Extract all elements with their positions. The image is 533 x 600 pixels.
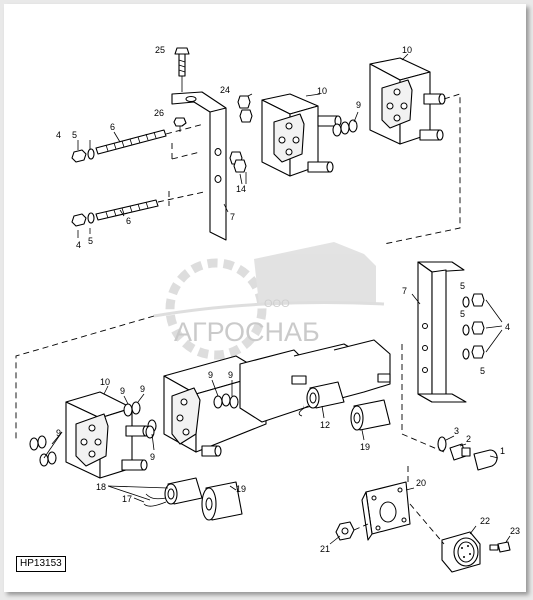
elbow-fitting-1 (473, 449, 498, 471)
mounting-plate-20 (361, 481, 411, 541)
callout-14: 14 (236, 184, 246, 194)
coil-18 (143, 477, 203, 507)
valve-stack-right (239, 339, 391, 423)
callout-1: 1 (500, 446, 505, 456)
nuts-9-bottom-left (29, 401, 157, 467)
sleeve-19-upper (350, 399, 391, 431)
callout-18: 18 (96, 482, 106, 492)
diagram-sheet: ООО АГРОСНАБ (4, 4, 526, 592)
stud-6-upper (95, 129, 167, 155)
callout-24: 24 (220, 85, 230, 95)
bolt-25 (174, 47, 190, 77)
watermark-line2: АГРОСНАБ (174, 317, 320, 347)
callout-5-right-3: 5 (480, 366, 485, 376)
figure-reference-code: HP13153 (16, 556, 66, 572)
valve-block-10-bottom-left (65, 391, 150, 479)
callout-20: 20 (416, 478, 426, 488)
callout-9-bottom-a: 9 (120, 386, 125, 396)
nut-4-lower (71, 213, 87, 227)
callout-6-lower: 6 (126, 216, 131, 226)
callout-9-bottom-d: 9 (228, 370, 233, 380)
bracket-7-lower (417, 261, 467, 403)
callout-9-left: 9 (56, 428, 61, 438)
callout-23: 23 (510, 526, 520, 536)
washer-5-upper (87, 148, 95, 160)
callout-4-upper: 4 (56, 130, 61, 140)
callout-5-right-2: 5 (460, 309, 465, 319)
callout-5-lower: 5 (88, 236, 93, 246)
callout-7-upper: 7 (230, 212, 235, 222)
callout-21: 21 (320, 544, 330, 554)
exploded-parts-diagram: ООО АГРОСНАБ (15, 45, 520, 573)
callout-25: 25 (155, 45, 165, 55)
callout-10-top-middle: 10 (317, 86, 327, 96)
callout-5-right-1: 5 (460, 281, 465, 291)
callout-9-bottom-b: 9 (140, 384, 145, 394)
o-ring-3 (437, 436, 447, 452)
callout-2: 2 (466, 434, 471, 444)
coil-12 (298, 381, 345, 417)
callout-9-top: 9 (356, 100, 361, 110)
washer-5-lower (87, 212, 95, 224)
nut-21 (335, 521, 355, 541)
callout-19-lower: 19 (236, 484, 246, 494)
callout-22: 22 (480, 516, 490, 526)
connector-22 (441, 531, 481, 573)
callout-5-upper: 5 (72, 130, 77, 140)
callout-12: 12 (320, 420, 330, 430)
nut-26 (173, 117, 187, 127)
nut-4-upper (71, 149, 87, 163)
callout-3: 3 (454, 426, 459, 436)
valve-block-10-top-right (369, 57, 446, 145)
callout-9-center: 9 (150, 452, 155, 462)
callout-9-bottom-c: 9 (208, 370, 213, 380)
callout-10-bottom-left: 10 (100, 377, 110, 387)
callout-4-lower: 4 (76, 240, 81, 250)
sleeve-19-lower (201, 481, 243, 521)
callout-26: 26 (154, 108, 164, 118)
watermark-line1: ООО (264, 298, 290, 310)
bracket-7-upper (171, 91, 227, 241)
nut-24 (237, 95, 253, 123)
nut-14 (229, 151, 247, 173)
callout-19-upper: 19 (360, 442, 370, 452)
callout-4-right: 4 (505, 322, 510, 332)
nuts-and-washers-4-5-right (462, 293, 485, 360)
screw-23 (489, 541, 511, 553)
valve-block-10-top-middle (261, 93, 342, 177)
nuts-9-top (332, 119, 358, 137)
callout-6-upper: 6 (110, 122, 115, 132)
callout-7-lower: 7 (402, 286, 407, 296)
callout-10-top-right: 10 (402, 45, 412, 55)
callout-17: 17 (122, 494, 132, 504)
agrosnab-watermark: ООО АГРОСНАБ (153, 242, 385, 360)
adapter-2 (449, 443, 471, 461)
stud-6-lower (95, 199, 159, 221)
